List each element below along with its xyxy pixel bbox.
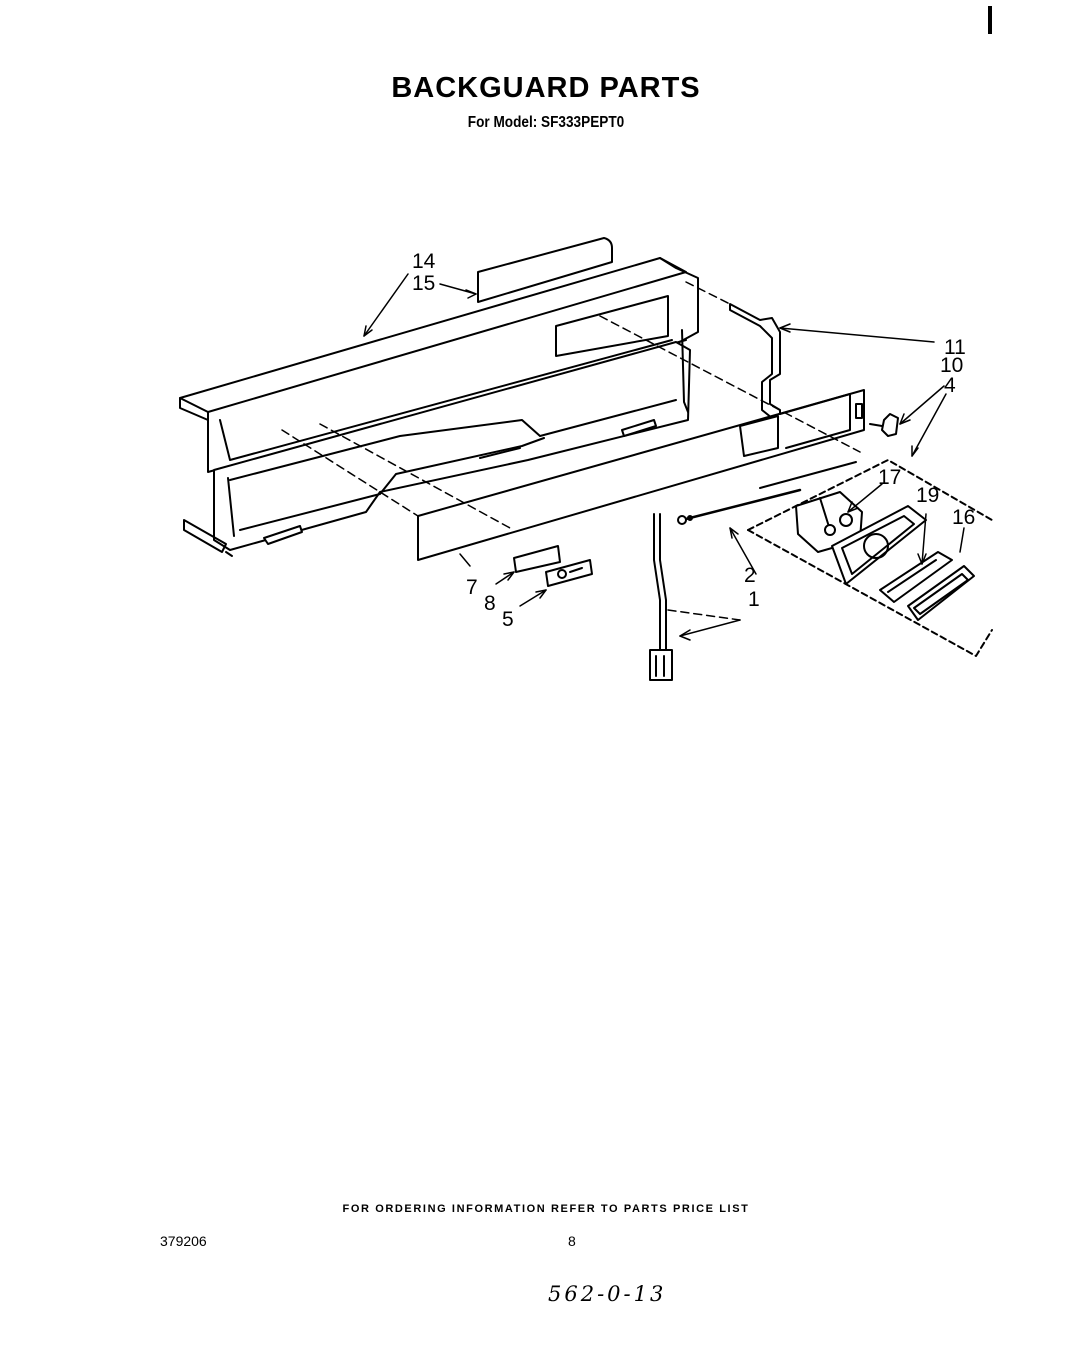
part-2-rod [677,488,802,525]
callout-5: 5 [502,608,514,631]
diagram-title: BACKGUARD PARTS [391,72,701,104]
part-16-trim-ring [907,565,975,621]
leader-lines [363,273,965,641]
callout-1: 1 [748,588,760,611]
model-subtitle: For Model: SF333PEPT0 [467,114,625,131]
part-1-wire-harness [649,513,673,681]
callout-7: 7 [466,576,478,599]
part-10-clip [869,413,899,437]
callout-19: 19 [916,484,939,507]
callout-17: 17 [878,466,901,489]
callout-16: 16 [952,506,975,529]
callout-15: 15 [412,272,435,295]
callout-4: 4 [944,374,956,397]
ordering-note: FOR ORDERING INFORMATION REFER TO PARTS … [342,1203,750,1215]
part-7-control-panel [417,389,865,561]
part-17-receptacle [795,491,863,553]
handwritten-note: 562-0-13 [548,1282,667,1306]
part-16-lens [879,551,953,603]
part-8-indicator-lens [513,545,561,573]
page-number: 8 [568,1233,576,1249]
part-5-switch [545,559,593,587]
part-19-lens-frame [831,505,927,585]
callout-14: 14 [412,250,436,273]
corner-mark [988,6,992,34]
part-14-backguard-housing [179,257,699,557]
document-number: 379206 [160,1233,207,1249]
callout-10: 10 [940,354,963,377]
alignment-lines [281,281,861,621]
callout-8: 8 [484,592,496,615]
part-15-rear-panel [477,237,613,303]
callout-11: 11 [944,336,966,359]
subassembly-group-box [747,459,993,657]
callout-2: 2 [744,564,756,587]
